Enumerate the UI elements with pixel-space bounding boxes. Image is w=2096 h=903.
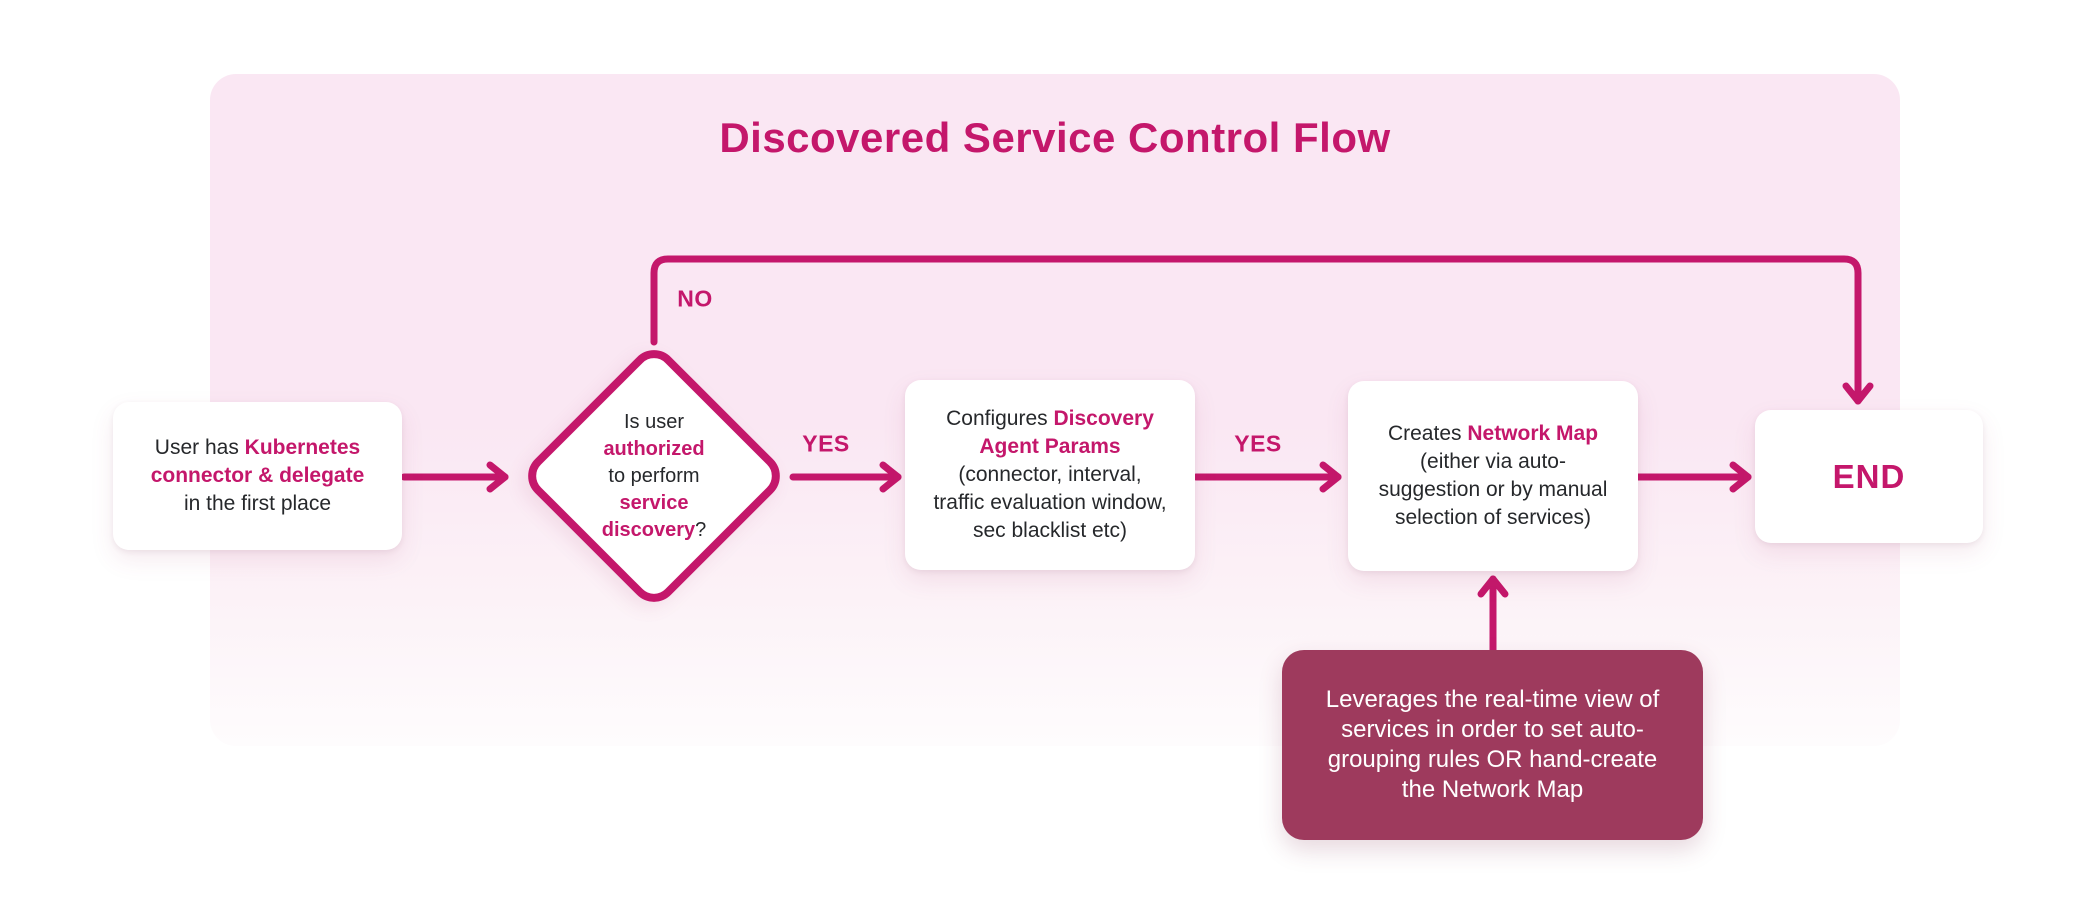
text-segment: Configures [946, 407, 1054, 430]
text-segment: Creates [1387, 422, 1468, 445]
edge-label-yes-1: YES [802, 430, 850, 457]
text-segment: Is user [623, 410, 685, 433]
text-segment-accent: authorized [603, 437, 705, 460]
text-segment: ? [695, 518, 707, 541]
text-line: (connector, interval, [933, 461, 1166, 489]
text-segment-accent: Network Map [1467, 422, 1599, 445]
node-creates-network-map: Creates Network Map (either via auto- su… [1348, 381, 1638, 571]
node-network-text: Creates Network Map (either via auto- su… [1379, 420, 1608, 532]
node-start-kubernetes-connector: User has Kubernetes connector & delegate… [113, 402, 402, 550]
edge-label-yes-2: YES [1234, 430, 1282, 457]
text-segment-accent: Agent Params [979, 435, 1121, 458]
text-segment-accent: Discovery [1053, 407, 1154, 430]
node-configure-text: Configures Discovery Agent Params (conne… [933, 405, 1166, 545]
text-segment: traffic evaluation window, [933, 491, 1167, 514]
text-line: Configures Discovery [933, 405, 1166, 433]
text-segment: in the first place [183, 492, 332, 515]
text-line: in the first place [151, 490, 365, 518]
text-line: grouping rules OR hand-create [1327, 746, 1658, 773]
page-title: Discovered Service Control Flow [719, 114, 1391, 161]
node-start-text: User has Kubernetes connector & delegate… [151, 434, 365, 518]
node-end: END [1755, 410, 1983, 543]
text-line: service discovery? [566, 490, 742, 544]
end-label: END [1832, 457, 1906, 495]
text-line: sec blacklist etc) [933, 517, 1166, 545]
text-line: Creates Network Map [1379, 420, 1608, 448]
text-line: User has Kubernetes [151, 434, 365, 462]
text-line: suggestion or by manual [1379, 476, 1608, 504]
text-segment: (connector, interval, [958, 463, 1142, 486]
text-segment: suggestion or by manual [1378, 478, 1608, 501]
text-line: to perform [566, 463, 742, 490]
text-line: authorized [566, 436, 742, 463]
text-segment-accent: connector & delegate [150, 464, 365, 487]
text-segment-accent: Kubernetes [244, 436, 361, 459]
text-line: services in order to set auto- [1341, 716, 1644, 743]
text-segment: selection of services) [1394, 506, 1592, 529]
text-line: connector & delegate [151, 462, 365, 490]
edge-decision-no-to-end [650, 255, 1874, 405]
text-segment: to perform [608, 464, 700, 487]
text-segment-accent: service discovery [601, 491, 696, 541]
node-configure-discovery-agent-params: Configures Discovery Agent Params (conne… [905, 380, 1195, 570]
text-segment: (either via auto- [1420, 450, 1566, 473]
text-line: selection of services) [1379, 504, 1608, 532]
note-leverages-realtime-view: Leverages the real-time view of services… [1282, 650, 1703, 840]
node-decision-text: Is user authorized to perform service di… [566, 388, 742, 564]
text-segment: User has [154, 436, 245, 459]
text-line: Is user [566, 409, 742, 436]
text-line: traffic evaluation window, [933, 489, 1166, 517]
text-segment: sec blacklist etc) [972, 519, 1128, 542]
text-line: (either via auto- [1379, 448, 1608, 476]
text-line: Leverages the real-time view of [1325, 686, 1660, 713]
edge-label-no: NO [677, 285, 713, 312]
text-line: the Network Map [1401, 776, 1584, 803]
text-line: Agent Params [933, 433, 1166, 461]
